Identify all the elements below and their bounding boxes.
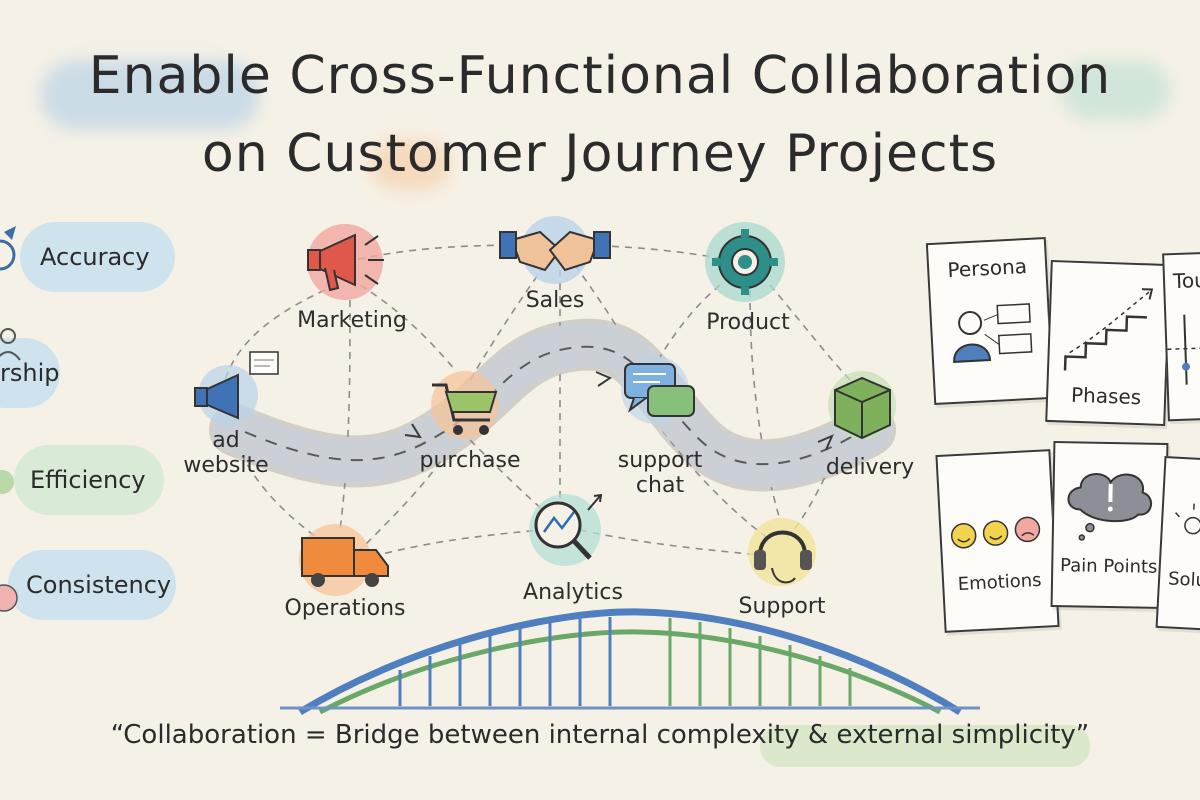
journey-road (209, 318, 896, 492)
team-label-sales: Sales (525, 288, 585, 313)
value-bubble-accuracy: Accuracy (20, 222, 175, 292)
page-title-line2: on Customer Journey Projects (201, 124, 999, 184)
stairs-icon (1063, 288, 1154, 371)
megaphone-browser-icon (194, 351, 279, 420)
card-pain-points: Pain Points (1050, 441, 1169, 609)
megaphone-icon (307, 233, 384, 292)
title-wash-teal (1060, 60, 1170, 120)
chat-icon (0, 584, 18, 612)
card-label: Solu (1167, 568, 1200, 592)
card-solutions: Solu (1155, 456, 1200, 632)
value-label: Consistency (26, 571, 172, 599)
journey-label-support-chat: support chat (617, 448, 703, 499)
card-label: Tou (1172, 267, 1200, 294)
journey-label-purchase: purchase (419, 448, 521, 473)
person-tags-icon (953, 303, 1033, 363)
box-icon (834, 376, 891, 440)
value-bubble-ownership: rship (0, 338, 60, 408)
card-label: Pain Points (1059, 555, 1158, 578)
journey-label-delivery: delivery (825, 455, 915, 480)
page-title-line1: Enable Cross-Functional Collaboration (88, 46, 1112, 106)
value-label: rship (0, 359, 60, 387)
efficiency-icon (0, 470, 14, 494)
team-label-product: Product (706, 310, 790, 335)
card-label: Persona (946, 254, 1028, 283)
chat-bubbles-icon (624, 363, 695, 417)
shopping-cart-icon (432, 383, 498, 435)
card-persona: Persona (925, 236, 1055, 406)
card-phases: Phases (1045, 259, 1171, 427)
team-label-analytics: Analytics (523, 580, 623, 605)
emoji-faces-icon (950, 516, 1041, 549)
card-label: Emotions (957, 569, 1043, 596)
truck-icon (301, 537, 389, 587)
value-bubble-efficiency: Efficiency (14, 445, 164, 515)
handshake-icon (499, 230, 611, 272)
person-icon (0, 328, 21, 361)
card-touchpoints: Tou (1162, 250, 1200, 422)
title-wash-orange (370, 140, 450, 190)
timeline-icon (1167, 314, 1200, 385)
title-wash-blue (40, 60, 260, 130)
bridge-illustration (280, 608, 980, 716)
thought-cloud-icon (1067, 473, 1152, 541)
gear-icon (712, 229, 778, 295)
journey-label-ad-website: ad website (183, 428, 269, 479)
team-label-operations: Operations (284, 596, 406, 621)
team-label-support: Support (738, 594, 826, 619)
magnifier-chart-icon (534, 493, 603, 560)
value-label: Efficiency (30, 466, 146, 494)
card-emotions: Emotions (935, 449, 1060, 633)
headset-icon (754, 530, 812, 584)
bridge-quote: “Collaboration = Bridge between internal… (110, 720, 1090, 750)
target-icon (0, 226, 16, 271)
card-label: Phases (1070, 382, 1142, 410)
value-bubble-consistency: Consistency (8, 550, 176, 620)
value-label: Accuracy (40, 243, 150, 271)
team-label-marketing: Marketing (297, 308, 407, 333)
lightbulb-icon (1175, 503, 1200, 535)
